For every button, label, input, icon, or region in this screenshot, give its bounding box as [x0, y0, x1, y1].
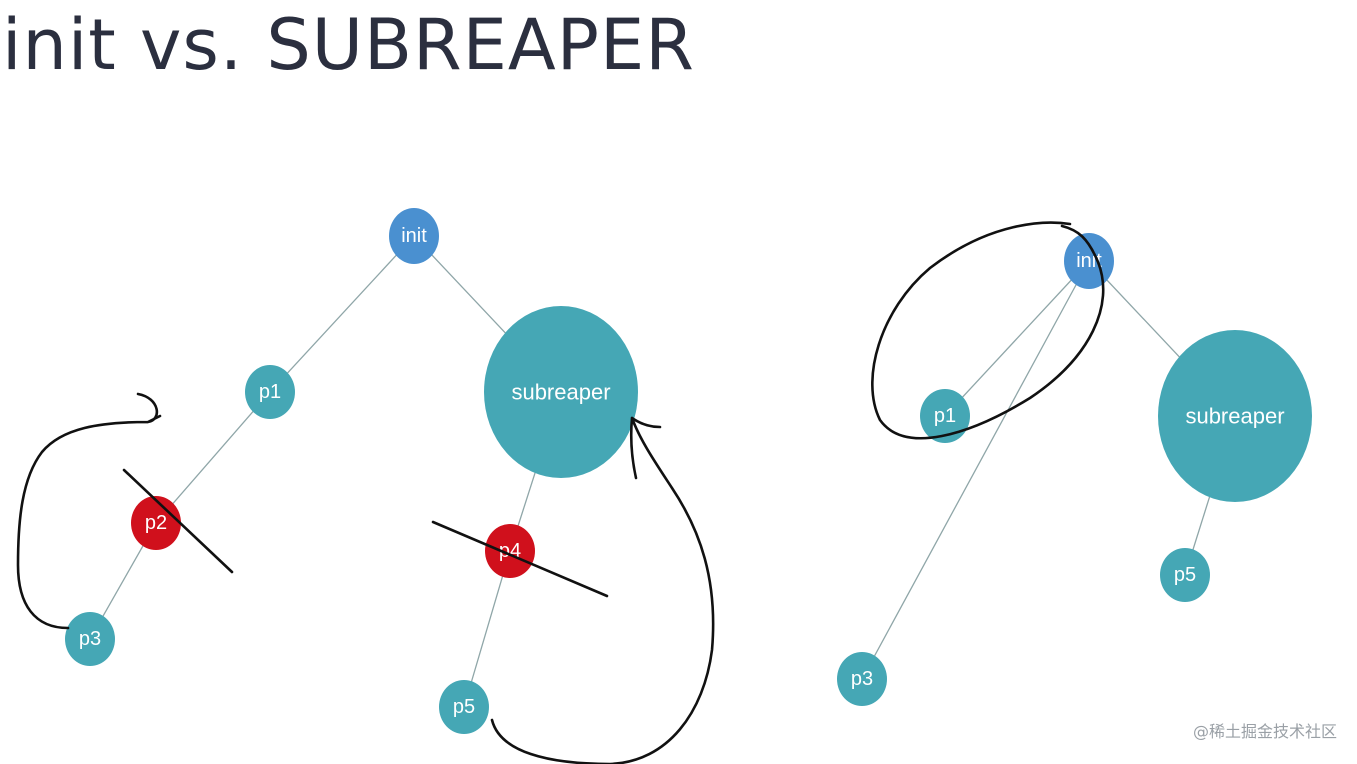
- node-before-p1-label: p1: [259, 381, 281, 403]
- node-before-p2-label: p2: [145, 512, 167, 534]
- node-before-init-circle: [389, 208, 439, 264]
- strike-p2: [122, 468, 234, 574]
- node-after-p5-label: p5: [1174, 564, 1196, 586]
- node-after-init: init: [1064, 233, 1114, 289]
- node-before-p1-circle: [245, 365, 295, 419]
- node-before-p2-circle: [131, 496, 181, 550]
- node-after-subreaper: subreaper: [1158, 330, 1312, 502]
- node-after-subreaper-circle: [1158, 330, 1312, 502]
- node-before-p3-circle: [65, 612, 115, 666]
- node-before-p4: p4: [485, 524, 535, 578]
- reparent-arrow-p3: [16, 392, 162, 630]
- circle-init-p1: [871, 221, 1105, 440]
- edge-after-init-p3: [861, 260, 1090, 680]
- node-after-p3-circle: [837, 652, 887, 706]
- node-after-p5-circle: [1160, 548, 1210, 602]
- node-before-subreaper-circle: [484, 306, 638, 478]
- edge-before-init-p1: [269, 235, 415, 393]
- node-after-p3: p3: [837, 652, 887, 706]
- slide-title: init vs. SUBREAPER: [2, 4, 695, 86]
- node-after-p1: p1: [920, 389, 970, 443]
- node-before-subreaper: subreaper: [484, 306, 638, 478]
- node-before-p5-label: p5: [453, 696, 475, 718]
- ink-annotations: [16, 221, 1105, 764]
- node-before-p4-circle: [485, 524, 535, 578]
- node-after-p1-label: p1: [934, 405, 956, 427]
- node-before-subreaper-label: subreaper: [511, 380, 610, 405]
- node-before-p5-circle: [439, 680, 489, 734]
- nodes-layer: init p1 subreaper p2 p3 p4 p5 init p1 subreaper p3…: [65, 208, 1312, 734]
- node-before-init-label: init: [401, 225, 427, 247]
- node-after-p3-label: p3: [851, 668, 873, 690]
- reparent-arrow-p5: [490, 416, 715, 764]
- edge-before-p4-p5: [463, 550, 511, 708]
- edge-after-init-p1: [944, 260, 1090, 417]
- node-after-p1-circle: [920, 389, 970, 443]
- node-before-p1: p1: [245, 365, 295, 419]
- watermark: @稀土掘金技术社区: [1192, 722, 1337, 741]
- node-before-p3-label: p3: [79, 628, 101, 650]
- strike-p4: [431, 520, 609, 598]
- edge-before-p1-p2: [155, 391, 271, 524]
- node-after-p5: p5: [1160, 548, 1210, 602]
- node-before-p3: p3: [65, 612, 115, 666]
- node-before-p5: p5: [439, 680, 489, 734]
- node-after-subreaper-label: subreaper: [1185, 404, 1284, 429]
- node-before-init: init: [389, 208, 439, 264]
- node-before-p2: p2: [131, 496, 181, 550]
